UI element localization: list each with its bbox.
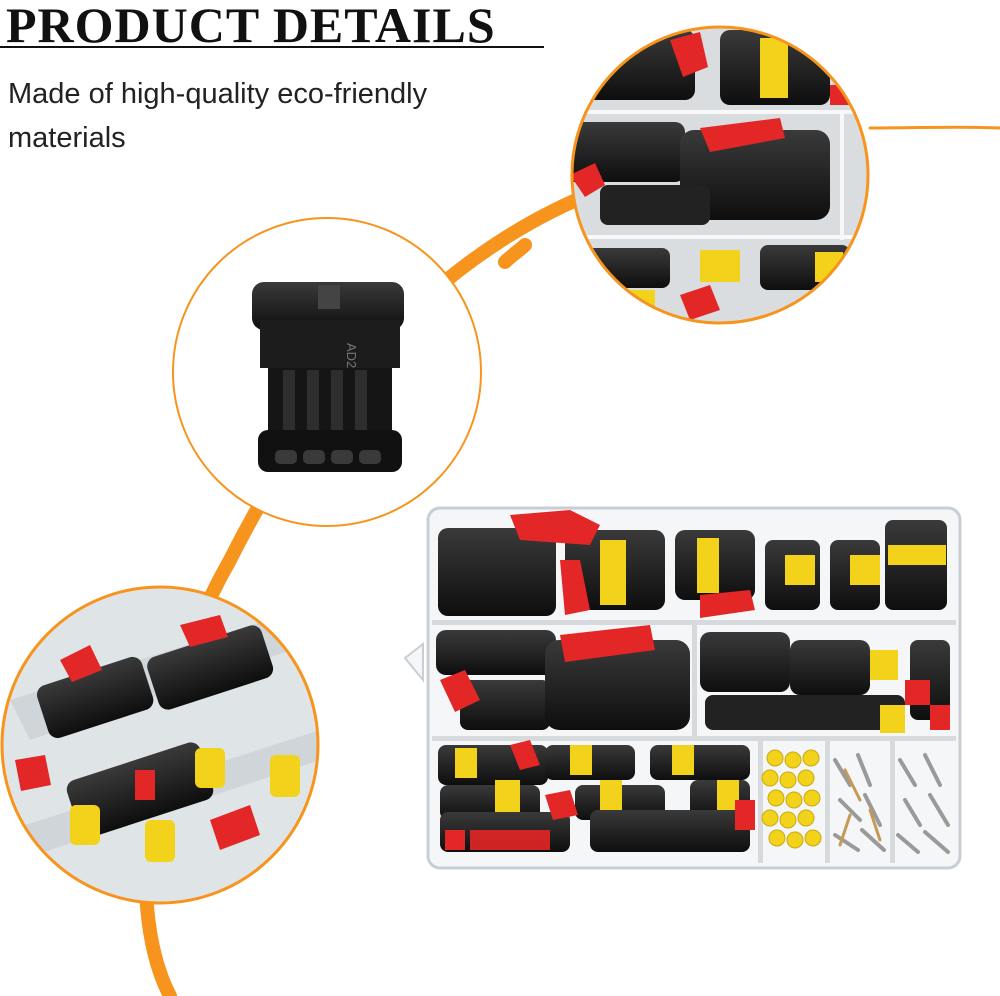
clear-case-closeup-image	[0, 585, 320, 905]
connector-closeup-image: AD2	[172, 217, 482, 527]
product-description: Made of high-quality eco-friendly materi…	[8, 78, 428, 154]
title-underline	[0, 46, 544, 48]
connector-marking: AD2	[344, 343, 359, 368]
organizer-box-image	[403, 506, 962, 870]
page-title: PRODUCT DETAILS	[6, 0, 496, 53]
assorted-connectors-image	[570, 25, 870, 325]
